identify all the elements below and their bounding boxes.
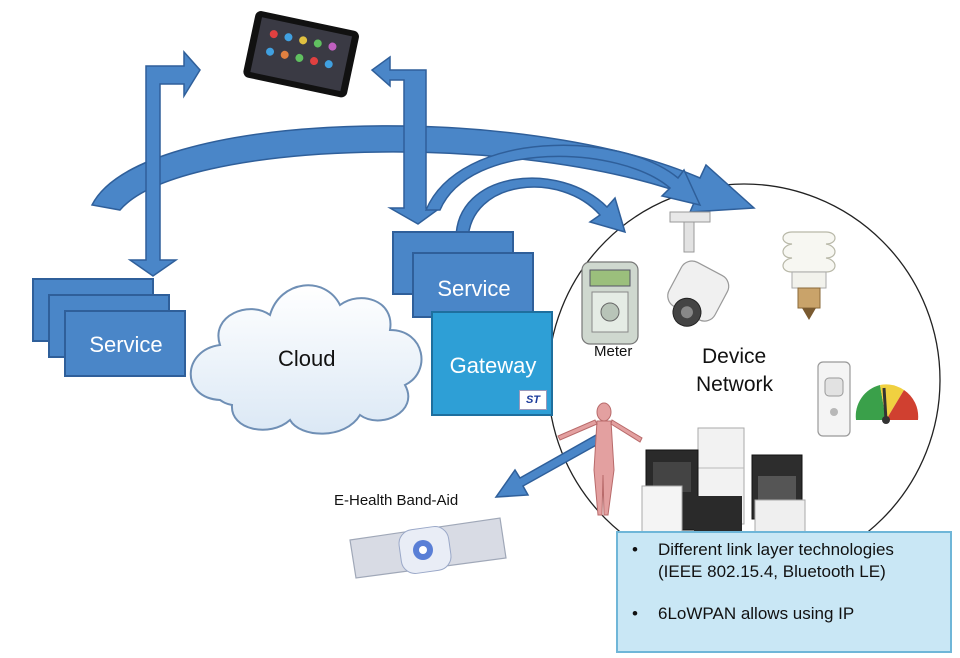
device-network-label-line1: Device [702, 345, 767, 368]
band-aid-icon [349, 517, 507, 579]
device-network-label-line2: Network [696, 373, 774, 396]
appliances-icon [641, 427, 806, 533]
arrow-right-service-tablet [370, 55, 443, 225]
service-box-right: Service [412, 252, 534, 318]
curved-arrow-gateway-to-camera [424, 144, 702, 211]
security-camera-icon [667, 211, 730, 327]
st-logo: ST [519, 390, 547, 410]
service-right-label: Service [437, 276, 511, 301]
service-left-label: Service [89, 332, 163, 357]
smart-plug-icon [817, 361, 851, 437]
gauge-icon [855, 384, 919, 424]
human-body-icon [557, 402, 643, 516]
info-bullet-1: Different link layer technologies (IEEE … [628, 539, 942, 583]
arrow-left-service-tablet [127, 50, 201, 277]
info-bullet-list: Different link layer technologies (IEEE … [628, 539, 942, 625]
cloud-label: Cloud [278, 346, 336, 371]
gateway-label: Gateway [449, 353, 537, 378]
cloud-shape [189, 284, 423, 435]
smart-meter-icon [581, 261, 639, 345]
info-box: Different link layer technologies (IEEE … [616, 531, 952, 653]
meter-label: Meter [594, 343, 633, 360]
curved-arrow-gateway-to-meter [455, 177, 627, 241]
arrow-to-ehealth [494, 428, 610, 498]
service-box-left: Service [64, 310, 186, 377]
tablet-icon [243, 11, 359, 98]
info-bullet-2: 6LoWPAN allows using IP [628, 603, 942, 625]
cfl-bulb-icon [782, 231, 836, 320]
gateway-box: Gateway ST [431, 311, 553, 416]
ehealth-label: E-Health Band-Aid [334, 492, 459, 509]
